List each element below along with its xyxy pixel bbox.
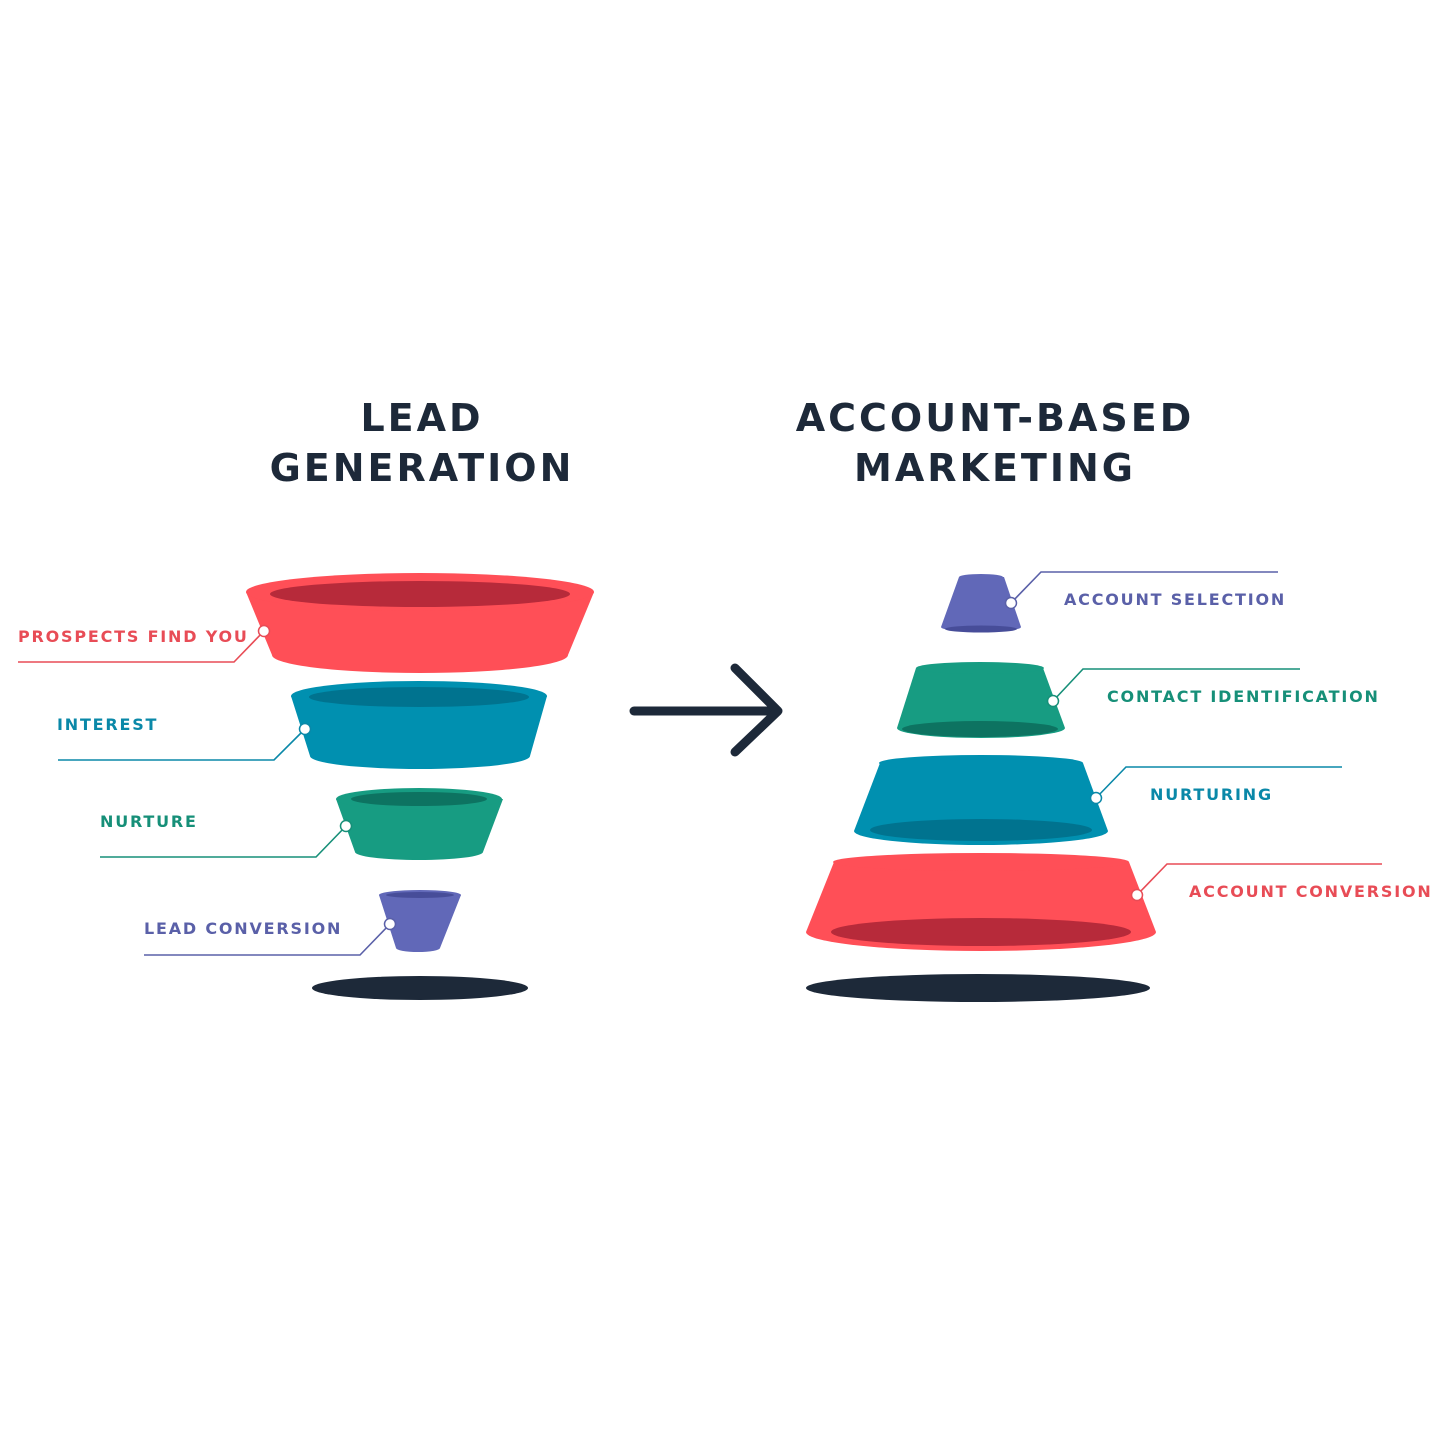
- funnel-stage-nurture-body: [336, 799, 503, 860]
- funnel-stage-prospects-opening: [270, 581, 570, 607]
- abm-title-line-2: MARKETING: [854, 446, 1136, 490]
- label-interest: INTEREST: [57, 715, 159, 734]
- lead-generation-title-line-1: LEAD: [360, 396, 484, 440]
- right-arrow-icon: [629, 663, 783, 757]
- pyramid-stage-contact-identification-body: [897, 668, 1065, 738]
- pyramid-stage-nurturing-base: [870, 819, 1092, 841]
- pyramid-stage-contact-identification: [897, 662, 1065, 738]
- label-nurturing: NURTURING: [1150, 785, 1273, 804]
- leader-dot-lead-conversion: [383, 917, 397, 931]
- leader-line-account-selection: [1010, 571, 1278, 604]
- funnel-stage-lead-conversion: [379, 890, 461, 952]
- lead-generation-funnel: [18, 573, 594, 1000]
- pyramid-stage-account-selection: [941, 574, 1021, 633]
- funnel-stage-interest-opening: [309, 687, 529, 707]
- leader-line-prospects: [18, 630, 265, 663]
- leader-line-lead-conversion: [144, 923, 391, 956]
- label-prospects-find-you: PROSPECTS FIND YOU: [18, 627, 249, 646]
- funnel-stage-prospects-body: [246, 592, 594, 673]
- label-account-conversion: ACCOUNT CONVERSION: [1189, 882, 1433, 901]
- leader-dot-account-selection: [1004, 596, 1018, 610]
- leader-dot-nurture: [339, 819, 353, 833]
- pyramid-stage-account-selection-base: [945, 625, 1017, 633]
- leader-line-contact-identification: [1052, 668, 1300, 702]
- pyramid-stage-account-conversion-base: [831, 918, 1131, 946]
- leader-dot-interest: [298, 722, 312, 736]
- abm-title-line-1: ACCOUNT-BASED: [795, 396, 1195, 440]
- pyramid-stage-account-conversion: [806, 853, 1156, 951]
- funnel-stage-interest: [291, 681, 547, 769]
- leader-line-interest: [58, 728, 306, 761]
- lead-generation-shadow: [312, 976, 528, 1000]
- pyramid-stage-contact-identification-base: [902, 721, 1058, 737]
- abm-pyramid: [806, 571, 1382, 1002]
- pyramid-stage-account-selection-cap: [959, 574, 1003, 580]
- funnel-stage-lead-conversion-opening: [386, 892, 454, 898]
- leader-line-nurture: [100, 825, 347, 858]
- abm-shadow: [806, 974, 1150, 1002]
- pyramid-stage-account-conversion-cap: [833, 853, 1129, 871]
- pyramid-stage-nurturing: [854, 755, 1108, 845]
- funnel-stage-prospects: [246, 573, 594, 673]
- lead-generation-title-line-2: GENERATION: [269, 446, 575, 490]
- leader-dot-nurturing: [1089, 791, 1103, 805]
- leader-line-account-conversion: [1136, 863, 1382, 896]
- abm-title: ACCOUNT-BASED MARKETING: [745, 393, 1245, 493]
- label-contact-identification: CONTACT IDENTIFICATION: [1107, 687, 1380, 706]
- pyramid-stage-nurturing-cap: [879, 755, 1083, 771]
- funnel-stage-nurture: [336, 788, 503, 860]
- lead-generation-title: LEAD GENERATION: [222, 393, 622, 493]
- label-account-selection: ACCOUNT SELECTION: [1064, 590, 1287, 609]
- label-lead-conversion: LEAD CONVERSION: [144, 919, 343, 938]
- leader-dot-prospects: [257, 624, 271, 638]
- pyramid-stage-account-selection-body: [941, 577, 1021, 632]
- funnel-stage-lead-conversion-body: [379, 895, 461, 952]
- funnel-stage-nurture-opening: [351, 792, 487, 806]
- funnel-stage-interest-body: [291, 696, 547, 769]
- label-nurture: NURTURE: [100, 812, 198, 831]
- leader-line-nurturing: [1095, 766, 1342, 799]
- pyramid-stage-contact-identification-cap: [916, 662, 1044, 674]
- leader-dot-contact-identification: [1046, 694, 1060, 708]
- leader-dot-account-conversion: [1130, 888, 1144, 902]
